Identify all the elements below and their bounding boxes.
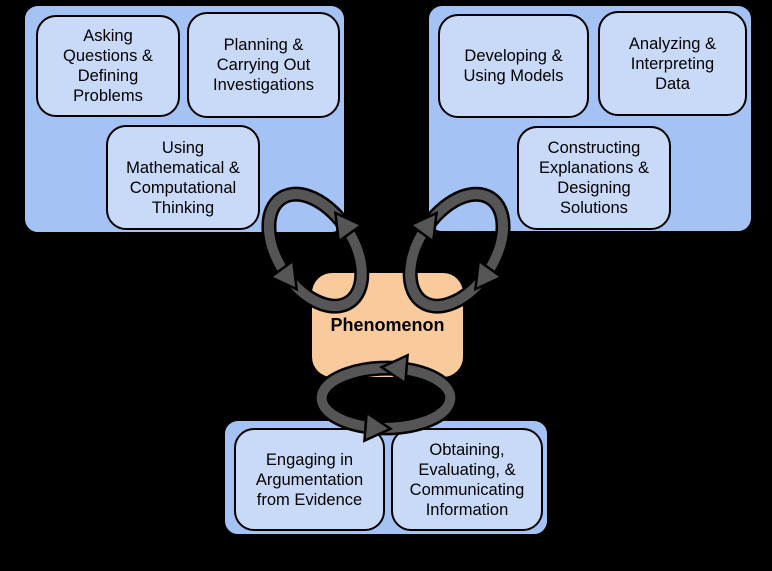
practice-label: Using Mathematical & Computational Think… [126,138,240,217]
group-top-right: Developing & Using Models Analyzing & In… [426,3,754,234]
practice-label: Planning & Carrying Out Investigations [213,36,314,94]
practice-label: Obtaining, Evaluating, & Communicating I… [409,440,525,519]
practice-box-constructing-explanations: Constructing Explanations & Designing So… [517,126,671,230]
practice-label: Engaging in Argumentation from Evidence [255,450,364,509]
practice-label: Asking Questions & Defining Problems [63,27,153,105]
practice-box-planning-investigations: Planning & Carrying Out Investigations [187,12,340,118]
arrowhead-icon [473,258,504,292]
arrowhead-icon [268,258,299,292]
practice-box-asking-questions: Asking Questions & Defining Problems [36,15,180,117]
practice-box-engaging-argumentation: Engaging in Argumentation from Evidence [234,428,385,531]
practice-label: Analyzing & Interpreting Data [628,34,717,93]
phenomenon-label: Phenomenon [330,314,445,335]
practice-box-mathematical-thinking: Using Mathematical & Computational Think… [106,125,260,230]
group-bottom: Engaging in Argumentation from Evidence … [222,418,550,537]
practice-label: Developing & Using Models [463,47,564,85]
practice-label: Constructing Explanations & Designing So… [538,139,650,217]
practice-box-obtaining-information: Obtaining, Evaluating, & Communicating I… [391,428,543,531]
practice-box-developing-models: Developing & Using Models [438,14,589,118]
practice-box-analyzing-data: Analyzing & Interpreting Data [598,11,747,116]
group-top-left: Asking Questions & Defining Problems Pla… [22,3,347,235]
phenomenon-box: Phenomenon [312,273,463,377]
